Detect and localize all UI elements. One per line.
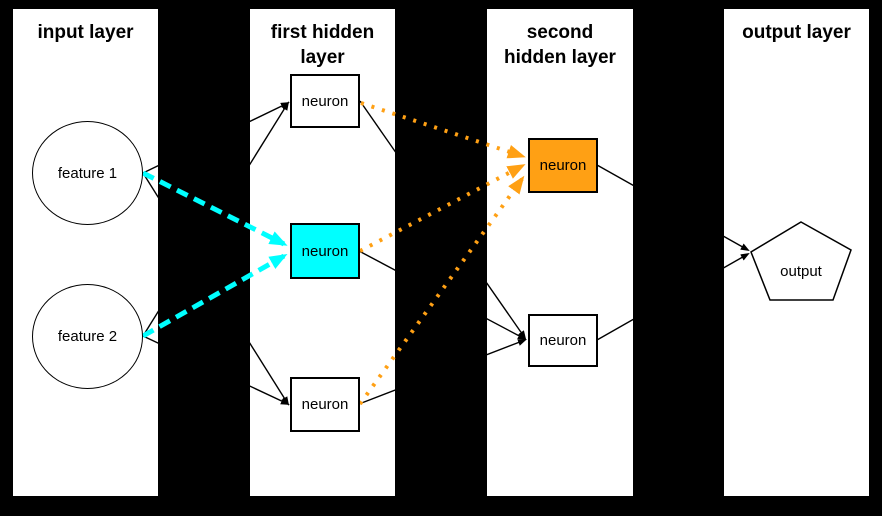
edge-h1middle-to-h2bottom bbox=[358, 250, 527, 340]
node-label: neuron bbox=[301, 92, 349, 110]
node-label: feature 2 bbox=[57, 328, 118, 345]
second-hidden-layer-title: second hidden layer bbox=[487, 9, 633, 70]
node-feature-1: feature 1 bbox=[32, 121, 143, 225]
edge-h1top-to-h2top bbox=[360, 101, 526, 159]
node-h1-neuron-top: neuron bbox=[290, 74, 360, 128]
output-node-label: output bbox=[780, 263, 822, 280]
title-line: input layer bbox=[37, 22, 134, 43]
input-layer-title: input layer bbox=[13, 9, 158, 45]
node-label: neuron bbox=[539, 157, 587, 174]
edge-feature2-to-h1top bbox=[142, 101, 290, 337]
title-line: first hidden bbox=[270, 22, 375, 43]
first-hidden-layer-title: first hidden layer bbox=[250, 9, 395, 70]
edge-feature1-to-h1top bbox=[142, 102, 290, 174]
node-label: neuron bbox=[301, 242, 349, 260]
edge-h2bottom-to-output bbox=[596, 253, 750, 341]
title-line: layer bbox=[300, 47, 345, 68]
node-h2-neuron-bottom: neuron bbox=[528, 314, 598, 367]
edge-h1middle-to-h2top bbox=[359, 164, 526, 253]
output-node-pentagon bbox=[750, 221, 852, 301]
node-h1-neuron-middle-cyan: neuron bbox=[290, 223, 360, 279]
title-line: hidden layer bbox=[504, 47, 616, 68]
edge-h2top-to-output bbox=[596, 164, 750, 251]
edge-h1bottom-to-h2bottom bbox=[358, 339, 527, 405]
edge-feature2-to-h1bottom bbox=[142, 335, 290, 405]
node-h1-neuron-bottom: neuron bbox=[290, 377, 360, 432]
panel-second-hidden-layer: second hidden layer bbox=[487, 9, 633, 496]
edge-feature1-to-h1middle bbox=[141, 170, 288, 247]
edge-feature2-to-h1middle bbox=[141, 253, 288, 339]
edge-h1bottom-to-h2top bbox=[358, 175, 525, 406]
output-layer-title: output layer bbox=[724, 9, 869, 45]
node-label: neuron bbox=[301, 396, 349, 413]
edge-feature1-to-h1bottom bbox=[142, 172, 290, 406]
node-feature-2: feature 2 bbox=[32, 284, 143, 389]
edge-h1top-to-h2bottom bbox=[359, 100, 527, 340]
node-label: feature 1 bbox=[57, 164, 118, 182]
title-line: second bbox=[526, 22, 594, 43]
node-h2-neuron-top-orange: neuron bbox=[528, 138, 598, 193]
title-line: output layer bbox=[742, 22, 851, 43]
panel-input-layer: input layer bbox=[13, 9, 158, 496]
node-label: neuron bbox=[539, 332, 587, 349]
